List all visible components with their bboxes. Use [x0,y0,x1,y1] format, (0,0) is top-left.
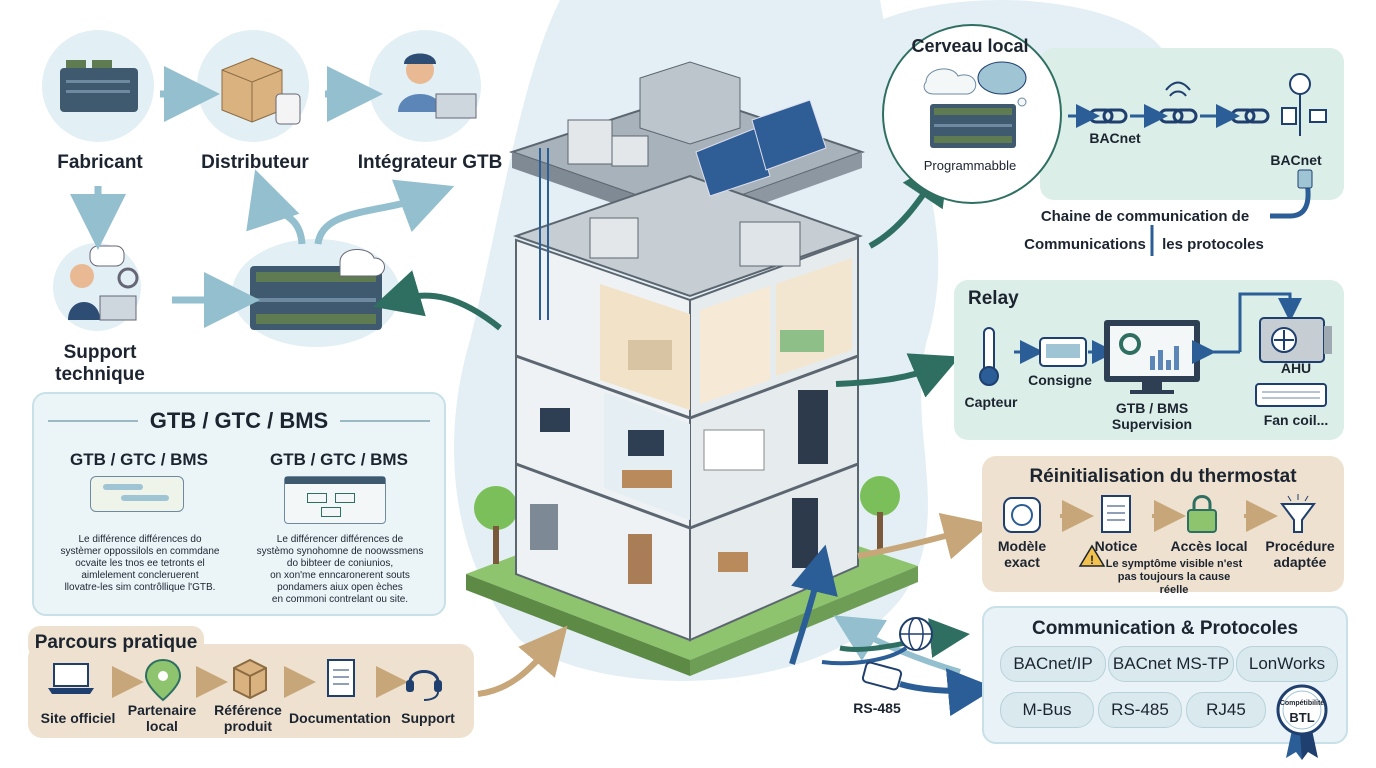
ahu-unit-icon [1259,317,1332,363]
globe-icon [899,617,933,651]
wifi-icon [1165,81,1191,97]
procedure-label: Procédure adaptée [1265,538,1335,570]
setpoint-device-icon [1039,337,1087,367]
communications-label: Communications [1024,236,1146,253]
gtb-right-text-line: pondamers aiux open èches [277,582,403,593]
chain-title: Chaine de communication de [1020,208,1270,225]
protocol-chip-mbus: M-Bus [1000,692,1094,728]
gtb-left-text-line: systèmer oppossilols en commdane [60,546,220,557]
gtb-right-text-line: do bibteer de coniunios, [286,558,394,569]
headset-icon [406,670,442,701]
warning-icon: ! [1078,544,1106,567]
integrator-label: Intégrateur GTB [357,152,503,173]
rj45-plug-right-icon [1297,169,1313,189]
funnel-icon [1280,494,1316,533]
setpoint-label: Consigne [1028,372,1092,388]
parcours-step-reference: Référence produit [214,702,282,734]
gtb-left-text: Le différence différences do systèmer op… [42,534,238,594]
manufacturer-illustration [42,30,154,142]
btl-badge-label: BTL [1289,710,1315,725]
gtb-left-text-line: llovatre-les sim contrôllique l'GTB. [64,582,216,593]
protocol-chip-bacnet-mstp: BACnet MS-TP [1108,646,1234,682]
controller-label: Programmabble [923,158,1017,173]
gtb-left-subtitle: GTB / GTC / BMS [70,450,208,469]
gtb-right-text-line: Le différencer différences de [276,534,404,545]
thermostat-icon [1003,497,1041,533]
parcours-tab: Parcours pratique [28,626,204,658]
protocol-chip-rj45: RJ45 [1186,692,1266,728]
gtb-right-diagram-icon [284,476,386,524]
local-access-label: Accès local [1170,538,1248,554]
protocols-title: Communication & Protocoles [1031,618,1299,639]
parcours-step-documentation: Documentation [289,710,391,726]
cerveau-title: Cerveau local [911,36,1029,56]
parcours-step-partner: Partenaire local [127,702,197,734]
fan-coil-label: Fan coil... [1263,412,1329,428]
document-icon [327,659,355,697]
rs485-label: RS-485 [853,700,901,716]
fan-coil-icon [1255,383,1327,407]
protocol-chip-bacnet-ip: BACnet/IP [1000,646,1106,682]
svg-text:!: ! [1090,553,1094,567]
relay-graphics [979,292,1332,407]
thermometer-icon [979,327,999,386]
network-icon [1281,73,1327,136]
sensor-label: Capteur [964,394,1018,410]
building-illustration [466,61,918,676]
parcours-title: Parcours pratique [34,632,198,653]
gtb-right-text-line: on xon'me enncaronerent souts [270,570,410,581]
cerveau-illustration [923,61,1027,148]
controller-illustration [232,239,400,347]
parcours-icons [48,658,442,702]
reset-title: Réinitialisation du thermostat [1029,466,1297,487]
supervision-label: GTB / BMS Supervision [1111,400,1193,432]
location-pin-icon [144,658,182,702]
protocols-label: les protocoles [1162,236,1264,253]
integrator-illustration [369,30,481,142]
bacnet-label-left: BACnet [1089,130,1141,146]
notice-document-icon [1101,495,1131,533]
btl-badge-icon [1276,684,1328,760]
gtb-panel-title: GTB / GTC / BMS [149,408,329,433]
protocol-chip-lonworks: LonWorks [1236,646,1338,682]
gtb-right-text: Le différencer différences de systèmo sy… [242,534,438,606]
model-label: Modèle exact [997,538,1047,570]
gtb-right-subtitle: GTB / GTC / BMS [270,450,408,469]
parcours-step-site: Site officiel [40,710,116,726]
gtb-left-text-line: ocvaite les tnos ee tetronts el [75,558,205,569]
gtb-left-text-line: aimlelement concleruerent [81,570,199,581]
lock-icon [1187,495,1217,533]
support-illustration [53,243,141,331]
distributor-illustration [197,30,309,142]
supervision-monitor-icon [1104,320,1200,394]
gtb-right-text-line: systèmo synohomne de noowssmens [256,546,424,557]
rs485-connector-icon [861,661,903,691]
reset-icons: ! [1003,494,1316,567]
protocol-chip-rs485: RS-485 [1098,692,1182,728]
box-icon [233,658,267,700]
gtb-right-text-line: en commoni contrelant ou site. [271,594,409,605]
btl-badge-caption: Compétibilité [1279,700,1325,707]
manufacturer-label: Fabricant [57,152,143,173]
gtb-left-text-line: Le différence différences do [78,534,202,545]
ahu-label: AHU [1280,360,1312,376]
gtb-left-diagram-icon [90,476,184,512]
warning-text: Le symptôme visible n'est pas toujours l… [1105,558,1243,596]
parcours-step-support: Support [401,710,455,726]
gtb-panel: GTB / GTC / BMS GTB / GTC / BMS Le diffé… [32,392,446,616]
support-label: Support technique [55,342,145,385]
laptop-icon [48,663,94,694]
distributor-label: Distributeur [201,152,309,173]
bacnet-label-right: BACnet [1270,152,1322,168]
notice-label: Notice [1094,538,1138,554]
relay-title: Relay [968,288,1019,309]
